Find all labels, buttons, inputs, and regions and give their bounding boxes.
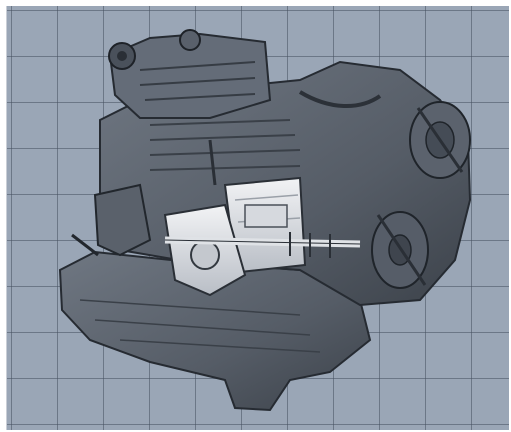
intake-manifold bbox=[108, 32, 272, 119]
exhaust-manifold bbox=[93, 183, 152, 257]
coolant-hose bbox=[298, 90, 382, 108]
